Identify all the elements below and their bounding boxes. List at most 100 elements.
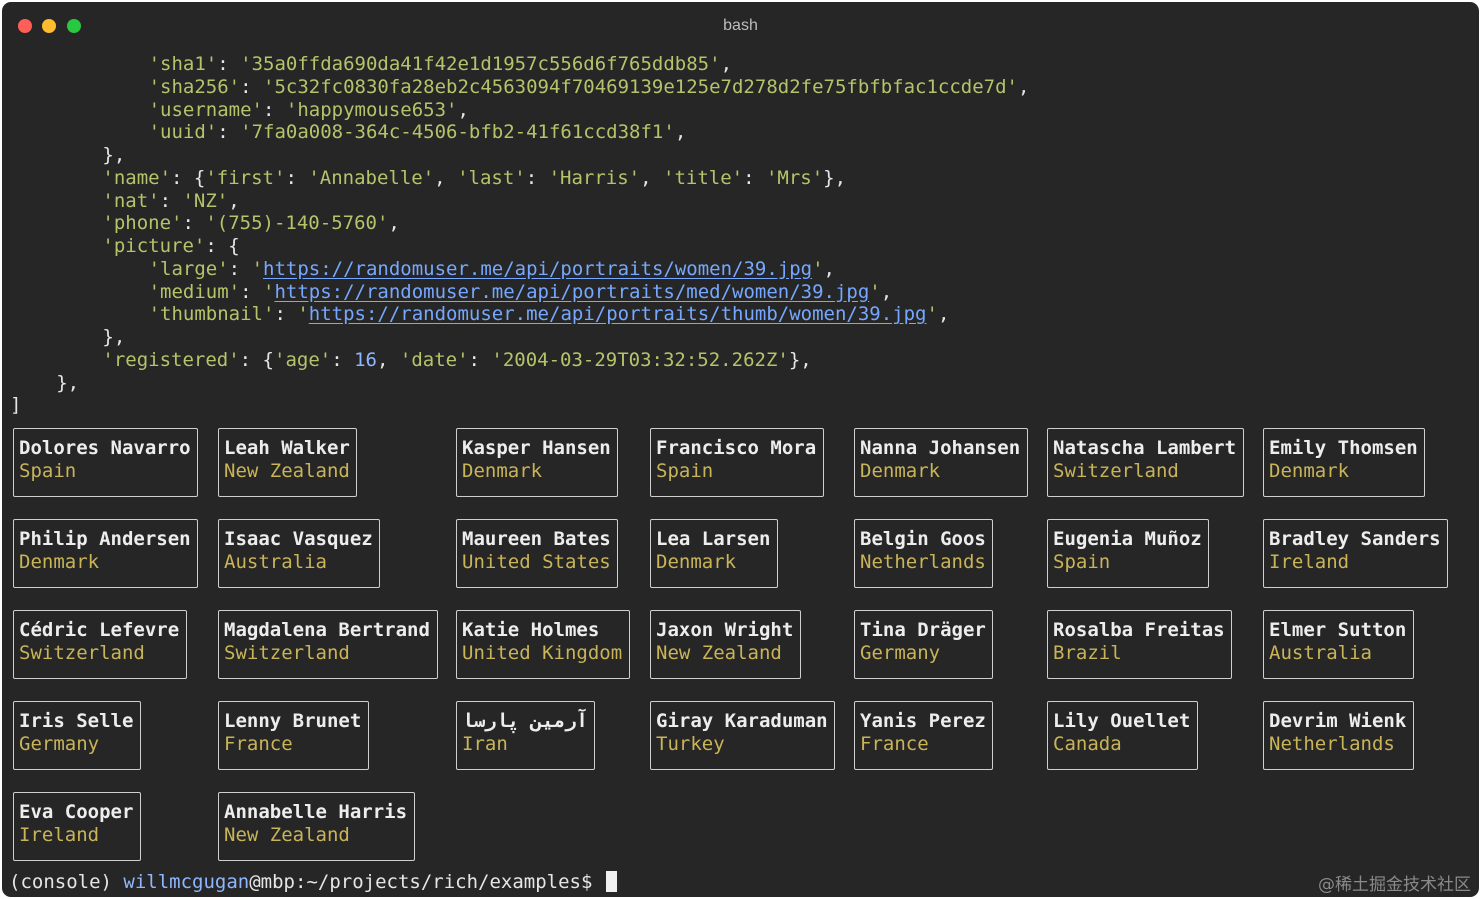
url-link[interactable]: https://randomuser.me/api/portraits/wome…	[263, 257, 813, 280]
output-token: :	[262, 98, 286, 121]
output-token: 'picture'	[102, 235, 206, 257]
user-card-country: Ireland	[19, 824, 100, 846]
output-token: :	[217, 53, 241, 75]
user-card-name: Lily Ouellet	[1053, 710, 1191, 732]
output-token: },	[102, 144, 126, 166]
output-token: 'first'	[205, 166, 286, 189]
output-token: '	[297, 303, 309, 326]
output-token: :	[274, 303, 298, 326]
output-token: 'title'	[663, 166, 744, 189]
user-card-country: Turkey	[656, 733, 725, 755]
user-card-country: Denmark	[656, 551, 737, 573]
user-card-name: Eva Cooper	[19, 801, 134, 823]
output-token: ,	[228, 189, 240, 212]
output-token: :	[331, 348, 355, 371]
user-card-country: Spain	[19, 460, 77, 482]
user-card-country: New Zealand	[224, 824, 350, 846]
output-token: 'Mrs'	[765, 166, 824, 189]
output-token: '	[926, 303, 938, 326]
output-token: },	[102, 326, 126, 348]
output-line: 'registered': {'age': 16, 'date': '2004-…	[102, 349, 811, 372]
shell-prompt[interactable]: (console) willmcgugan@mbp:~/projects/ric…	[9, 871, 617, 894]
user-card-name: Dolores Navarro	[19, 437, 191, 459]
output-line: },	[102, 144, 125, 167]
url-link[interactable]: https://randomuser.me/api/portraits/thum…	[308, 303, 927, 326]
user-card-country: Spain	[1053, 551, 1111, 573]
output-token: ,	[457, 98, 469, 121]
output-token: ,	[880, 280, 893, 303]
output-token: ,	[1017, 75, 1030, 98]
user-card-country: United Kingdom	[462, 642, 623, 664]
output-token: 'NZ'	[182, 189, 229, 212]
user-card-name: Eugenia Muñoz	[1053, 528, 1202, 550]
user-card-country: New Zealand	[224, 460, 350, 482]
user-card-country: Denmark	[1269, 460, 1350, 482]
output-token: 'name'	[102, 166, 172, 189]
minimize-window-button[interactable]	[42, 19, 56, 33]
title-bar[interactable]: bash	[2, 2, 1479, 46]
user-card-name: Annabelle Harris	[224, 801, 408, 823]
output-token: '	[812, 257, 824, 280]
output-line: 'large': 'https://randomuser.me/api/port…	[149, 258, 835, 281]
user-card-name: Tina Dräger	[860, 619, 986, 641]
user-card-country: New Zealand	[656, 642, 782, 664]
user-card-name: Isaac Vasquez	[224, 528, 373, 550]
output-token: },	[823, 166, 847, 189]
user-card-name: Devrim Wienk	[1269, 710, 1407, 732]
user-card-country: Denmark	[462, 460, 543, 482]
output-line: 'uuid': '7fa0a008-364c-4506-bfb2-41f61cc…	[149, 121, 687, 144]
user-card-country: Netherlands	[860, 551, 986, 573]
user-card-name: Natascha Lambert	[1053, 437, 1237, 459]
user-card-country: Netherlands	[1269, 733, 1395, 755]
output-line: },	[102, 326, 125, 349]
output-token: ]	[10, 394, 22, 417]
user-card-country: Australia	[1269, 642, 1372, 664]
output-token: 'age'	[274, 348, 332, 371]
close-window-button[interactable]	[18, 19, 32, 33]
user-card-name: Magdalena Bertrand	[224, 619, 430, 641]
output-line: },	[56, 372, 79, 395]
output-token: 'sha1'	[148, 53, 218, 75]
url-link[interactable]: https://randomuser.me/api/portraits/med/…	[274, 280, 870, 303]
user-card-country: Germany	[19, 733, 100, 755]
maximize-window-button[interactable]	[67, 19, 81, 33]
output-token: 'thumbnail'	[148, 303, 275, 326]
output-token: :	[468, 348, 492, 371]
output-token: : {	[239, 348, 274, 371]
output-token: : {	[205, 235, 240, 257]
output-token: :	[285, 166, 309, 189]
user-card-country: Ireland	[1269, 551, 1350, 573]
user-card-country: Denmark	[19, 551, 100, 573]
user-card-country: Switzerland	[1053, 460, 1179, 482]
output-token: :	[240, 280, 263, 303]
user-card-country: France	[860, 733, 929, 755]
user-card-name: Jaxon Wright	[656, 619, 794, 641]
watermark: @稀土掘金技术社区	[1318, 875, 1471, 895]
user-card-country: Brazil	[1053, 642, 1122, 664]
output-line: 'username': 'happymouse653',	[149, 99, 469, 122]
user-card-name: Maureen Bates	[462, 528, 611, 550]
output-token: 'phone'	[102, 212, 183, 235]
output-token: 'username'	[148, 98, 263, 121]
output-token: ,	[434, 166, 458, 189]
output-token: ,	[720, 53, 733, 75]
prompt-host: @mbp:	[249, 871, 307, 893]
output-token: :	[228, 257, 252, 280]
